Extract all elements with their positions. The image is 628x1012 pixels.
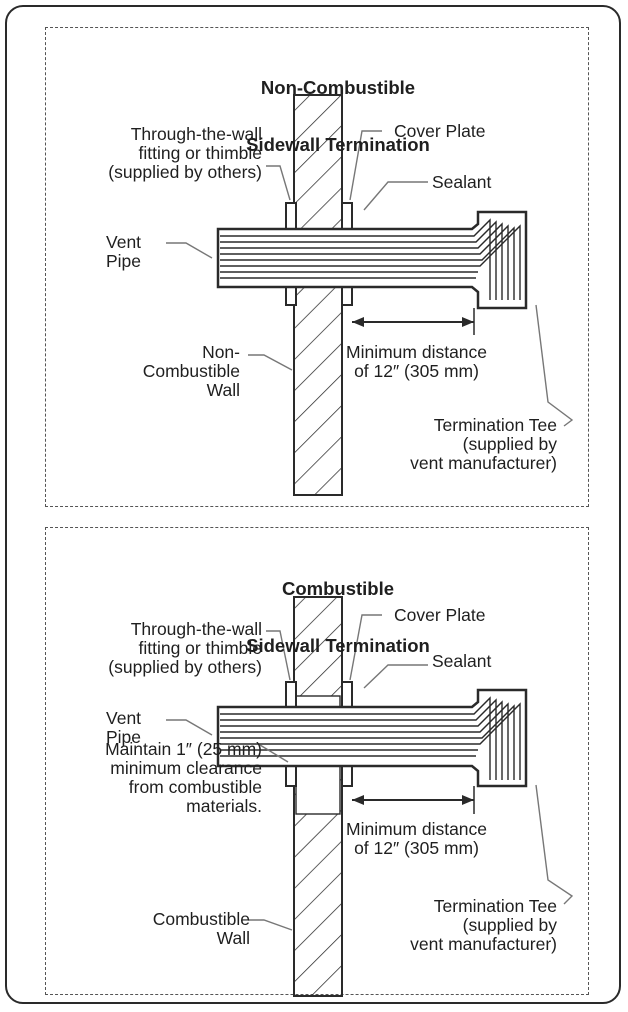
arrowhead-left — [352, 317, 364, 327]
combustible-diagram — [166, 596, 574, 997]
panel-title: Non-Combustible Sidewall Termination — [188, 40, 488, 173]
distance-label: Minimum distance of 12″ (305 mm) — [346, 819, 488, 858]
arrowhead-right — [462, 317, 474, 327]
non-combustible-diagram — [166, 94, 574, 496]
arrowhead-right — [462, 795, 474, 805]
termination-tee-label: Termination Tee (supplied by vent manufa… — [410, 415, 557, 473]
title-line-2: Sidewall Termination — [246, 134, 430, 155]
termination-tee-label: Termination Tee (supplied by vent manufa… — [410, 896, 557, 954]
panel-title: Combustible Sidewall Termination — [188, 541, 488, 674]
title-line-2: Sidewall Termination — [246, 635, 430, 656]
wall — [293, 94, 343, 496]
clearance-label: Maintain 1″ (25 mm) minimum clearance fr… — [105, 739, 262, 816]
pipe-lines — [220, 218, 521, 300]
wall-label: Non- Combustible Wall — [142, 342, 240, 400]
wall-label: Combustible Wall — [152, 909, 250, 948]
arrowhead-left — [352, 795, 364, 805]
thimble-label: Through-the-wall fitting or thimble (sup… — [108, 619, 262, 677]
cover-plate-label: Cover Plate — [394, 605, 486, 625]
vent-pipe-label: Vent Pipe — [106, 232, 142, 271]
title-line-1: Non-Combustible — [260, 77, 416, 98]
cover-plate-label: Cover Plate — [394, 121, 486, 141]
pipe-lines — [220, 696, 521, 780]
outer-frame — [5, 5, 621, 1004]
sealant-label: Sealant — [432, 172, 492, 192]
sealant-label: Sealant — [432, 651, 492, 671]
leader-lines — [166, 130, 574, 427]
non-combustible-panel — [45, 27, 589, 507]
leader-lines — [166, 614, 574, 931]
thimble-label: Through-the-wall fitting or thimble (sup… — [108, 124, 262, 182]
distance-label: Minimum distance of 12″ (305 mm) — [346, 342, 488, 381]
vent-pipe-label: Vent Pipe — [106, 708, 142, 747]
title-line-1: Combustible — [281, 578, 395, 599]
